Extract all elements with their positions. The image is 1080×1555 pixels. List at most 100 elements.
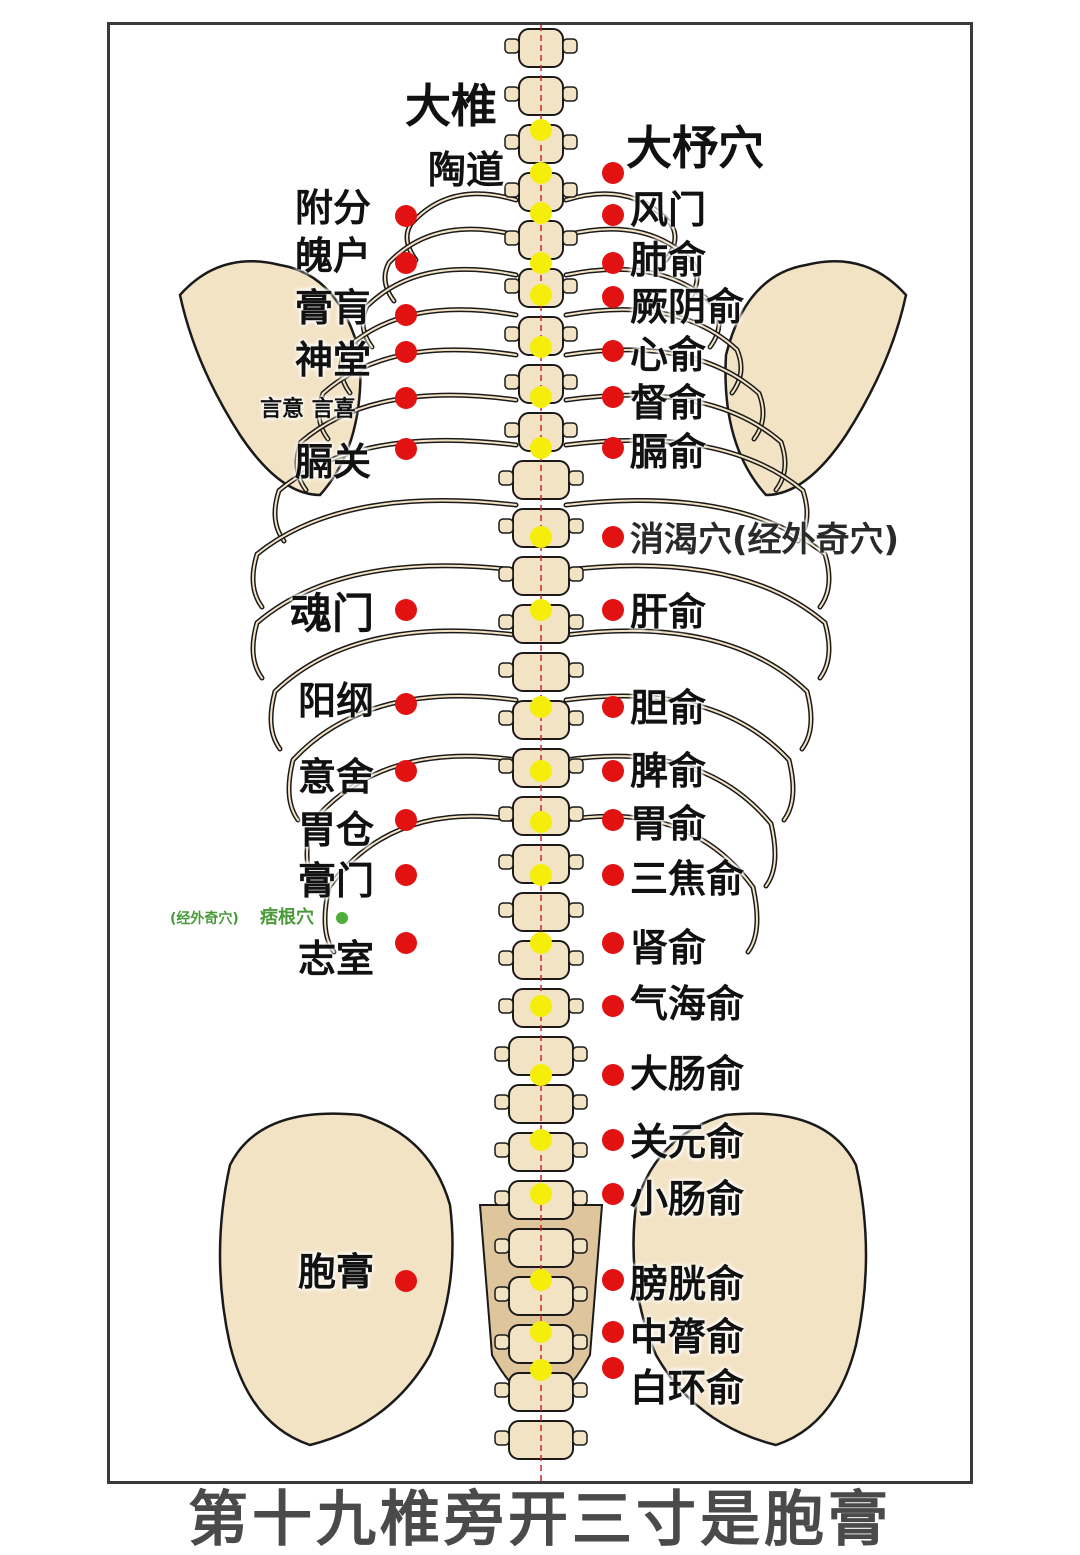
right-acupoint <box>602 526 624 548</box>
label-yanggang: 阳纲 <box>298 679 375 723</box>
transverse-process-right <box>568 710 584 726</box>
transverse-process-right <box>568 662 584 678</box>
transverse-process-right <box>568 518 584 534</box>
left-acupoint <box>395 693 417 715</box>
label-pigen-prefix: (经外奇穴) <box>170 911 239 927</box>
left-acupoint <box>395 864 417 886</box>
transverse-process-right <box>568 566 584 582</box>
spine-point <box>530 526 552 548</box>
right-acupoint <box>602 1357 624 1379</box>
right-acupoint <box>602 995 624 1017</box>
left-acupoint <box>395 438 417 460</box>
rib-left-fill <box>406 192 517 261</box>
right-acupoint <box>602 809 624 831</box>
rib-right-fill <box>565 439 808 542</box>
transverse-process-left <box>494 1094 510 1110</box>
spine-point <box>530 1183 552 1205</box>
rib-left-fill <box>318 348 517 440</box>
spine-point <box>530 811 552 833</box>
transverse-process-left <box>504 422 520 438</box>
left-acupoint <box>395 205 417 227</box>
label-weishu: 胃俞 <box>630 802 707 846</box>
transverse-process-right <box>562 38 578 54</box>
spine-point <box>530 437 552 459</box>
rib-left-fill <box>252 564 517 679</box>
transverse-process-right <box>562 326 578 342</box>
spine-point <box>530 696 552 718</box>
label-ganshu: 肝俞 <box>630 590 707 634</box>
left-scapula <box>178 260 362 497</box>
right-ilium <box>632 1112 868 1447</box>
transverse-process-left <box>498 710 514 726</box>
transverse-process-left <box>504 86 520 102</box>
label-baogao: 胞膏 <box>298 1250 375 1294</box>
label-danshu: 胆俞 <box>630 686 707 730</box>
left-acupoint <box>395 252 417 274</box>
transverse-process-left <box>504 38 520 54</box>
label-zhonglvshu: 中膂俞 <box>630 1315 745 1359</box>
transverse-process-left <box>498 662 514 678</box>
left-acupoint <box>395 760 417 782</box>
pigen-point <box>336 912 348 924</box>
label-geshu: 膈俞 <box>630 430 707 474</box>
label-feishu: 肺俞 <box>630 238 707 282</box>
transverse-process-left <box>498 566 514 582</box>
transverse-process-right <box>568 470 584 486</box>
transverse-process-right <box>572 1190 588 1206</box>
label-qihaishu: 气海俞 <box>630 982 745 1026</box>
rib-right-fill <box>565 499 830 608</box>
left-acupoint <box>395 1270 417 1292</box>
transverse-process-right <box>572 1334 588 1350</box>
right-acupoint <box>602 1321 624 1343</box>
transverse-process-right <box>562 278 578 294</box>
spine-point <box>530 932 552 954</box>
rib-right-fill <box>565 695 794 821</box>
transverse-process-left <box>494 1046 510 1062</box>
label-geguan: 膈关 <box>295 440 372 484</box>
transverse-process-right <box>562 422 578 438</box>
rib-left-fill <box>362 268 517 348</box>
left-acupoint <box>395 304 417 326</box>
label-dachangshu: 大肠俞 <box>630 1052 745 1096</box>
label-yishe: 意舍 <box>298 755 375 799</box>
right-acupoint <box>602 1183 624 1205</box>
left-acupoint <box>395 809 417 831</box>
transverse-process-left <box>494 1382 510 1398</box>
rib-left-fill <box>270 629 517 750</box>
left-acupoint <box>395 387 417 409</box>
label-gaomen: 膏门 <box>298 859 375 903</box>
transverse-process-left <box>504 278 520 294</box>
label-dazhui: 大椎 <box>405 79 497 133</box>
right-acupoint <box>602 1064 624 1086</box>
transverse-process-left <box>498 854 514 870</box>
label-shenshu: 肾俞 <box>630 926 707 970</box>
spine-point <box>530 119 552 141</box>
transverse-process-right <box>562 86 578 102</box>
transverse-process-right <box>562 134 578 150</box>
rib-left-fill <box>384 228 517 302</box>
spine-point <box>530 995 552 1017</box>
right-acupoint <box>602 864 624 886</box>
label-sanjiaoshu: 三焦俞 <box>630 857 745 901</box>
right-acupoint <box>602 1129 624 1151</box>
transverse-process-right <box>568 950 584 966</box>
label-hunmen: 魂门 <box>290 589 375 638</box>
transverse-process-right <box>572 1094 588 1110</box>
transverse-process-right <box>568 998 584 1014</box>
spine-point <box>530 1129 552 1151</box>
label-pishu: 脾俞 <box>630 749 707 793</box>
diagram-frame: 大椎 陶道 大杼穴 附分 魄户 膏肓 神堂 言意 言喜 膈关 魂门 阳纲 意舍 … <box>107 22 973 1484</box>
label-fufen: 附分 <box>295 186 372 230</box>
left-acupoint <box>395 341 417 363</box>
rib-left-fill <box>340 308 517 394</box>
transverse-process-right <box>572 1046 588 1062</box>
rib-left-fill <box>296 394 517 491</box>
spine-point <box>530 1269 552 1291</box>
transverse-process-left <box>494 1334 510 1350</box>
label-gaohuang: 膏肓 <box>295 286 372 330</box>
rib-left <box>404 191 519 263</box>
spine-point <box>530 202 552 224</box>
transverse-process-left <box>498 998 514 1014</box>
right-acupoint <box>602 932 624 954</box>
label-yixi: 言意 言喜 <box>260 397 356 422</box>
